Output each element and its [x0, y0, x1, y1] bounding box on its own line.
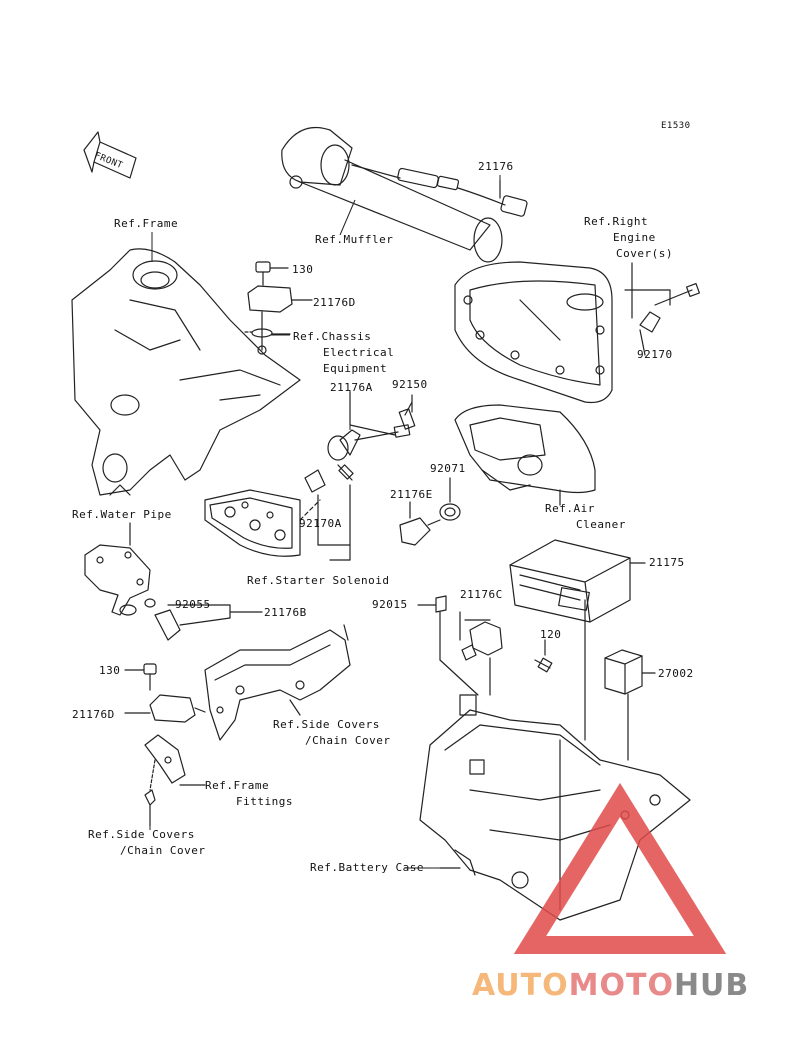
ref-chassis-line3[interactable]: Equipment — [323, 362, 388, 375]
part-92015[interactable]: 92015 — [372, 598, 408, 611]
watermark-part3: HUB — [673, 968, 750, 1003]
ref-frame-fittings-line1[interactable]: Ref.Frame — [205, 779, 270, 792]
watermark-logo: AUTOMOTOHUB — [472, 968, 749, 1003]
starter-solenoid-shape — [204, 464, 354, 561]
part-21176C[interactable]: 21176C — [460, 588, 503, 601]
part-21176D-bottom[interactable]: 21176D — [72, 708, 115, 721]
relay-27002 — [604, 649, 656, 761]
muffler-shape — [281, 126, 503, 263]
part-21176E[interactable]: 21176E — [390, 488, 433, 501]
sensor-21176A — [327, 391, 416, 461]
air-cleaner-shape — [454, 404, 596, 506]
ref-side-covers-1-line2[interactable]: /Chain Cover — [305, 734, 391, 747]
ref-side-covers-1-line1[interactable]: Ref.Side Covers — [273, 718, 380, 731]
part-21176D-top[interactable]: 21176D — [313, 296, 356, 309]
bolt-130-top — [255, 261, 289, 286]
ref-side-covers-2-line2[interactable]: /Chain Cover — [120, 844, 206, 857]
part-92055[interactable]: 92055 — [175, 598, 211, 611]
ref-air-cleaner-line1[interactable]: Ref.Air — [545, 502, 595, 515]
ref-battery-case[interactable]: Ref.Battery Case — [310, 861, 424, 874]
ref-starter-solenoid[interactable]: Ref.Starter Solenoid — [247, 574, 390, 587]
ref-side-covers-2-line1[interactable]: Ref.Side Covers — [88, 828, 195, 841]
part-92170-right[interactable]: 92170 — [637, 348, 673, 361]
part-92071[interactable]: 92071 — [430, 462, 466, 475]
battery-case-shape — [419, 599, 691, 921]
ref-chassis-line2[interactable]: Electrical — [323, 346, 395, 359]
right-engine-cover-shape — [454, 261, 613, 404]
ref-muffler[interactable]: Ref.Muffler — [315, 233, 394, 246]
sensor-21176B — [144, 598, 263, 641]
ref-water-pipe[interactable]: Ref.Water Pipe — [72, 508, 172, 521]
watermark-part2: MOTO — [568, 968, 674, 1003]
part-92150[interactable]: 92150 — [392, 378, 428, 391]
side-cover-bracket-shape — [204, 624, 351, 741]
bolt-130-bottom — [124, 663, 157, 691]
part-92170A[interactable]: 92170A — [299, 517, 342, 530]
water-pipe-shape — [84, 522, 151, 616]
watermark-triangle-icon — [513, 782, 727, 954]
part-21176[interactable]: 21176 — [478, 160, 514, 173]
ref-frame-fittings-line2[interactable]: Fittings — [236, 795, 293, 808]
part-21175[interactable]: 21175 — [649, 556, 685, 569]
ref-air-cleaner-line2[interactable]: Cleaner — [576, 518, 626, 531]
frame-shape — [71, 248, 301, 496]
part-21176A[interactable]: 21176A — [330, 381, 373, 394]
clip-92015 — [417, 595, 479, 696]
part-120[interactable]: 120 — [540, 628, 562, 641]
part-130-top[interactable]: 130 — [292, 263, 314, 276]
ref-chassis-line1[interactable]: Ref.Chassis — [293, 330, 372, 343]
sensor-21176C — [459, 611, 503, 696]
bolt-92170-right — [624, 262, 701, 356]
part-27002[interactable]: 27002 — [658, 667, 694, 680]
bolt-120 — [534, 639, 553, 673]
washer-92071 — [439, 477, 461, 521]
ref-right-engine-cover-line3[interactable]: Cover(s) — [616, 247, 673, 260]
sensor-21176E — [399, 501, 441, 546]
watermark-part1: AUTO — [472, 968, 569, 1003]
diagram-code: E1530 — [661, 121, 691, 131]
ref-frame[interactable]: Ref.Frame — [114, 217, 179, 230]
o2-sensor-21176 — [351, 164, 528, 217]
front-arrow-icon — [83, 131, 137, 179]
ref-right-engine-cover-line1[interactable]: Ref.Right — [584, 215, 649, 228]
sensor-21176D-bottom — [124, 694, 206, 723]
ref-right-engine-cover-line2[interactable]: Engine — [613, 231, 656, 244]
sensor-21176D-top — [244, 285, 313, 355]
frame-fittings-bracket — [144, 734, 206, 827]
part-21176B[interactable]: 21176B — [264, 606, 307, 619]
ecu-21175-shape — [509, 539, 646, 623]
part-130-bottom[interactable]: 130 — [99, 664, 121, 677]
